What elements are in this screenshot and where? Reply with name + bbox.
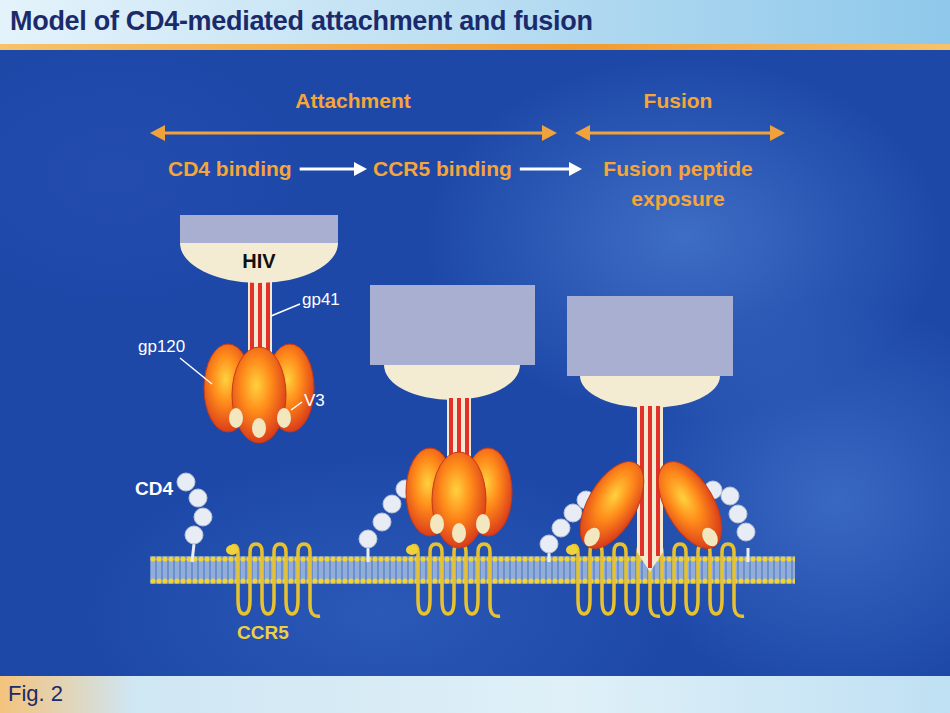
virus-core: [384, 365, 520, 400]
arrow-head: [569, 162, 582, 176]
flow-arrow: [520, 162, 582, 176]
ccr5-receptor: [226, 544, 320, 616]
virus-label: HIV: [180, 243, 338, 273]
virus-core: HIV: [180, 243, 338, 283]
part-label: CCR5: [237, 622, 289, 644]
step-label: CD4 binding: [168, 154, 292, 184]
virus-core: [580, 376, 720, 408]
part-label: gp41: [302, 290, 340, 310]
virus-envelope: [180, 215, 338, 243]
arrow-head: [354, 162, 367, 176]
phase-label: Fusion: [598, 89, 758, 113]
gp120-subunit: [645, 451, 735, 558]
arrow-shaft: [300, 168, 357, 171]
virus-core-outline: [180, 243, 338, 283]
cd4-receptor: [177, 473, 212, 562]
figure-caption: Fig. 2: [8, 681, 63, 707]
arrow-shaft: [520, 168, 572, 171]
ccr5-receptor: [650, 544, 744, 616]
phase-label: Attachment: [253, 89, 453, 113]
leader-line: [180, 304, 302, 410]
slide-title: Model of CD4-mediated attachment and fus…: [10, 6, 593, 37]
flow-arrow: [300, 162, 367, 176]
range-arrow: [150, 125, 557, 141]
process-step: Fusion peptide exposure: [588, 154, 768, 214]
process-step: CCR5 binding: [373, 154, 512, 184]
range-arrow: [575, 125, 785, 141]
gp41-stalk: [248, 282, 272, 354]
part-label: V3: [304, 391, 325, 411]
ccr5-receptor: [406, 544, 500, 616]
gp41-stalk: [447, 398, 471, 460]
caption-bar: [0, 676, 950, 713]
virus-envelope: [370, 285, 535, 365]
step-label: CCR5 binding: [373, 154, 512, 184]
part-label: gp120: [138, 337, 185, 357]
gp120-trimer: [406, 448, 512, 548]
process-step: CD4 binding: [168, 154, 292, 184]
virus-envelope: [567, 296, 733, 376]
step-label: Fusion peptide exposure: [588, 154, 768, 214]
gp120-subunit: [567, 451, 657, 558]
part-label: CD4: [135, 478, 173, 500]
gp120-trimer: [204, 344, 314, 443]
